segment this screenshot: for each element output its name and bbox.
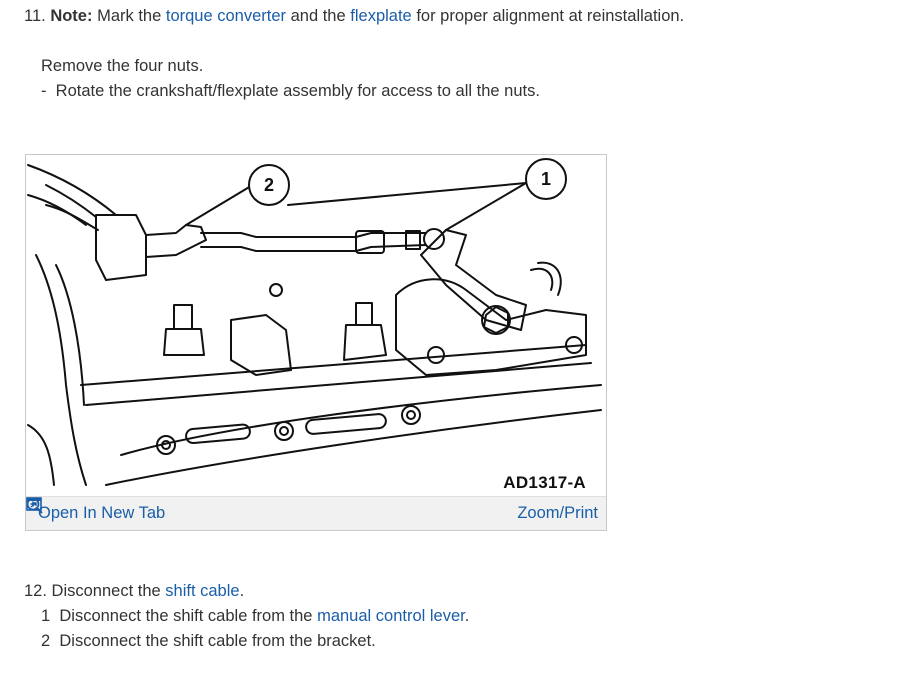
torque-converter-link[interactable]: torque converter	[165, 7, 287, 25]
step-text: and the	[290, 7, 346, 25]
substep-text: Disconnect the shift cable from the	[59, 607, 313, 625]
dash-bullet: -	[41, 82, 47, 100]
figure-code: AD1317-A	[503, 473, 586, 492]
substep-number: 2	[41, 632, 51, 650]
period: .	[239, 582, 245, 600]
magnifier-plus-icon	[26, 497, 43, 514]
figure-panel: 2 1 AD1317-A Open In New Tab Zoom/Print	[25, 154, 607, 531]
callout-2-circle	[248, 164, 290, 206]
open-in-new-tab-button[interactable]: Open In New Tab	[26, 497, 166, 523]
period: .	[464, 607, 470, 625]
transmission-illustration: 2 1	[27, 158, 602, 486]
callout-1-label: 1	[541, 169, 551, 189]
flexplate-link[interactable]: flexplate	[350, 7, 412, 25]
zoom-print-button[interactable]: Zoom/Print	[26, 497, 598, 523]
zoom-print-label: Zoom/Print	[517, 504, 598, 522]
step-number: 12.	[24, 582, 47, 600]
manual-control-lever-link[interactable]: manual control lever	[317, 607, 465, 625]
step-text: for proper alignment at reinstallation.	[416, 7, 685, 25]
step-12-line: 12. Disconnect the shift cable.	[24, 582, 244, 601]
substep-text: Disconnect the shift cable from the brac…	[59, 632, 376, 650]
figure-footer: Open In New Tab Zoom/Print	[26, 496, 606, 530]
step-11-line: 11. Note: Mark the torque converter and …	[24, 7, 684, 26]
substep-1: 1 Disconnect the shift cable from the ma…	[41, 607, 469, 626]
open-in-new-tab-label: Open In New Tab	[38, 504, 166, 522]
step-number: 11.	[24, 7, 46, 25]
callout-1-circle	[525, 158, 567, 200]
substep-2: 2 Disconnect the shift cable from the br…	[41, 632, 376, 651]
instruction-remove-nuts: Remove the four nuts.	[41, 57, 204, 75]
step-text: Mark the	[97, 7, 162, 25]
note-label: Note:	[50, 7, 93, 25]
step-text: Disconnect the	[51, 582, 161, 600]
callout-2-label: 2	[264, 175, 274, 195]
instruction-rotate-text: Rotate the crankshaft/flexplate assembly…	[55, 82, 540, 100]
substep-number: 1	[41, 607, 51, 625]
instruction-rotate: - Rotate the crankshaft/flexplate assemb…	[41, 82, 540, 101]
shift-cable-link[interactable]: shift cable	[165, 582, 240, 600]
